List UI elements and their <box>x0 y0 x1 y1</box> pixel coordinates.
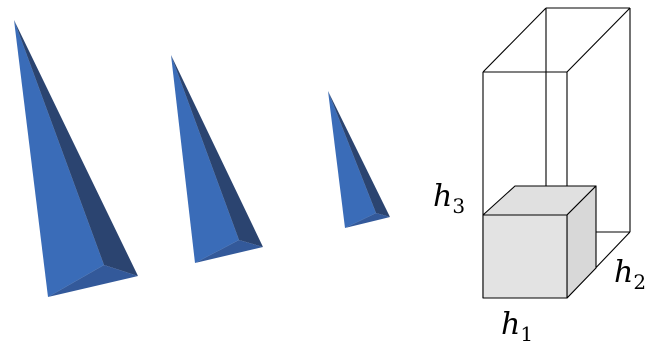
spike-medium <box>171 55 263 263</box>
label-h2: h2 <box>614 255 646 294</box>
label-h3-subscript: 3 <box>452 194 465 218</box>
spike-small-front-face <box>328 91 376 228</box>
inner-cube-front-face <box>482 214 568 299</box>
spike-large-side-face <box>14 20 138 276</box>
label-h1-base: h <box>501 307 520 342</box>
spike-medium-side-face <box>171 55 263 247</box>
spike-small-side-face <box>328 91 390 217</box>
spike-medium-front-face <box>171 55 239 263</box>
inner-cube <box>482 185 597 299</box>
label-h3-base: h <box>433 179 452 214</box>
label-h1: h1 <box>501 307 533 346</box>
label-h1-subscript: 1 <box>520 322 533 346</box>
spike-large <box>14 20 138 297</box>
spike-small <box>328 91 390 228</box>
spike-small-base-face <box>345 213 390 228</box>
spike-medium-base-face <box>195 240 263 263</box>
spike-large-front-face <box>14 20 104 297</box>
label-h3: h3 <box>433 179 465 218</box>
outer-box-edge <box>482 7 547 73</box>
outer-box-edge <box>566 7 631 73</box>
label-h2-base: h <box>614 255 633 290</box>
label-h2-subscript: 2 <box>633 270 646 294</box>
spike-large-base-face <box>48 265 138 297</box>
